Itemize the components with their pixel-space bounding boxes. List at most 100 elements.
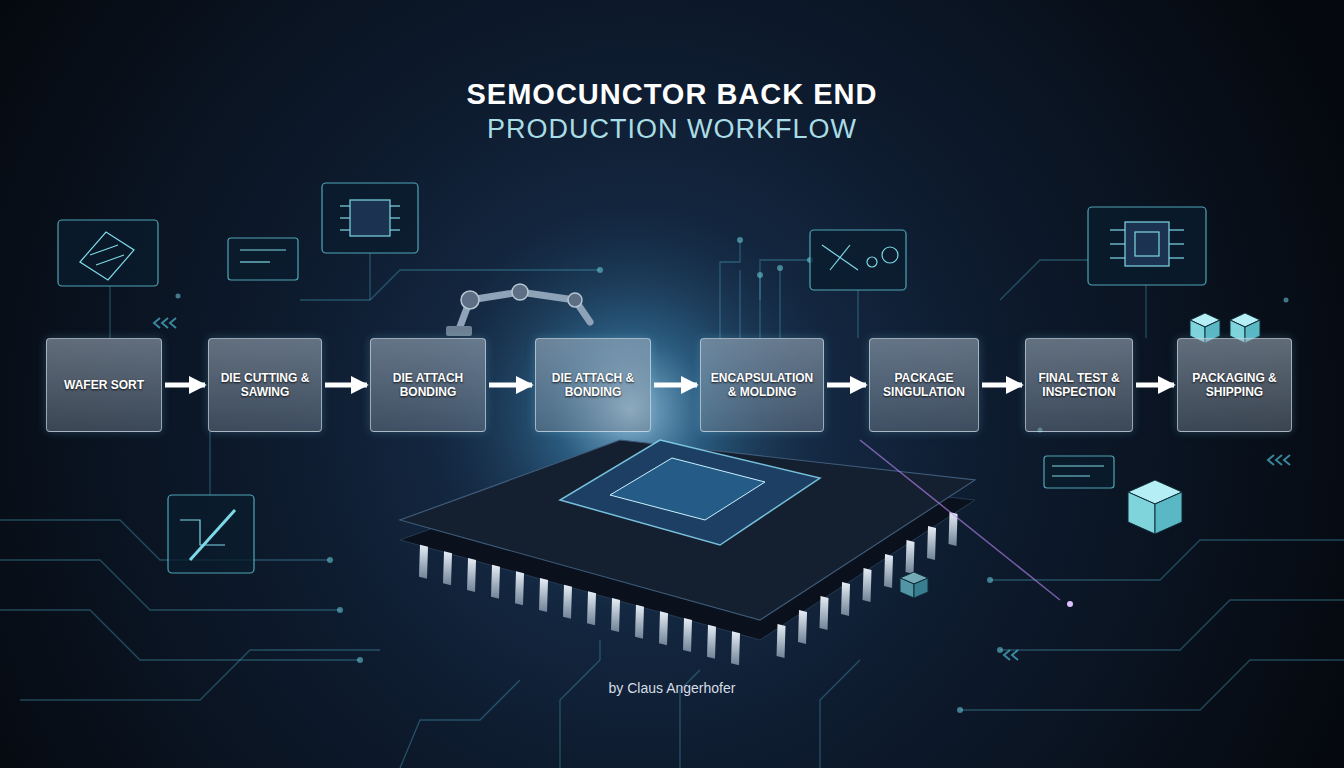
decor-shape	[322, 183, 418, 253]
decor-shape	[400, 440, 975, 620]
decor-shape	[400, 680, 520, 768]
decor-shape	[240, 249, 286, 250]
decor-shape	[340, 205, 350, 206]
decor-shape	[957, 707, 963, 713]
decor-shape	[720, 240, 740, 338]
flow-arrow	[654, 383, 697, 388]
decor-shape	[1000, 600, 1344, 650]
decor-shape	[987, 577, 993, 583]
decor-shape	[170, 318, 176, 328]
decor-shape	[154, 318, 160, 328]
decor-shape	[841, 582, 850, 616]
decor-shape	[563, 585, 572, 619]
decor-shape	[777, 265, 783, 271]
decor-shape	[1110, 257, 1125, 258]
decor-shape	[443, 551, 452, 585]
decor-shape	[1088, 207, 1206, 285]
decor-shape	[1169, 257, 1184, 258]
decor-shape	[209, 432, 210, 495]
process-box: DIE ATTACH & BONDING	[535, 338, 651, 432]
decor-shape	[80, 200, 1184, 560]
decor-shape	[610, 458, 765, 520]
decor-shape	[390, 205, 400, 206]
decor-shape	[515, 571, 524, 605]
process-box: DIE ATTACH BONDING	[370, 338, 486, 432]
decor-shape	[914, 578, 928, 598]
decor-shape	[779, 268, 780, 338]
decor-shape	[863, 568, 872, 602]
title: SEMOCUNCTOR BACK END	[0, 78, 1344, 111]
decor-shape	[759, 275, 760, 338]
decor-shape	[659, 611, 668, 645]
decor-shape	[739, 270, 740, 338]
decor-shape	[683, 618, 692, 652]
decor-shape	[884, 554, 893, 588]
decor-shape	[757, 272, 763, 278]
flow-arrow	[827, 383, 866, 388]
decor-shape	[560, 640, 600, 768]
decor-shape	[1284, 455, 1290, 465]
decor-shape	[80, 232, 134, 280]
decor-shape	[390, 217, 400, 218]
decor-shape	[446, 326, 472, 336]
decor-shape	[927, 526, 936, 560]
step-label: DIE ATTACH & BONDING	[544, 371, 642, 400]
decor-shape	[611, 598, 620, 632]
decor-shape	[1155, 492, 1182, 534]
flow-arrow	[165, 383, 205, 388]
decor-shape	[635, 605, 644, 639]
decor-shape	[0, 520, 330, 560]
process-box: DIE CUTTING & SAWING	[208, 338, 322, 432]
decor-shape	[176, 294, 181, 299]
decor-shape	[860, 440, 1060, 600]
decor-shape	[820, 660, 860, 768]
decor-shape	[90, 245, 118, 255]
decor-shape	[560, 440, 820, 545]
step-label: WAFER SORT	[64, 378, 144, 392]
process-box: WAFER SORT	[46, 338, 162, 432]
decor-shape	[350, 200, 390, 236]
process-box: PACKAGE SINGULATION	[869, 338, 979, 432]
decor-shape	[467, 558, 476, 592]
decor-shape	[419, 512, 958, 665]
decor-shape	[1052, 475, 1090, 476]
decor-shape	[900, 578, 914, 598]
decor-shape	[707, 625, 716, 659]
byline: by Claus Angerhofer	[0, 680, 1344, 696]
process-box: PACKAGING & SHIPPING	[1177, 338, 1292, 432]
decor-shape	[512, 284, 528, 300]
decor-shape	[58, 220, 158, 286]
decor-shape	[0, 610, 360, 660]
decor-shape	[737, 237, 743, 243]
decor-shape	[162, 318, 168, 328]
decor-shape	[20, 650, 380, 700]
decor-shape	[340, 229, 350, 230]
decor-shape	[960, 660, 1344, 710]
decor-shape	[390, 229, 400, 230]
decor-shape	[461, 291, 479, 309]
step-label: PACKAGING & SHIPPING	[1186, 371, 1283, 400]
decor-shape	[1052, 465, 1104, 466]
decor-shape	[1044, 456, 1114, 488]
decor-shape	[822, 245, 858, 270]
decor-shape	[1067, 601, 1073, 607]
decor-shape	[96, 255, 124, 265]
decor-shape	[597, 267, 603, 273]
step-label: PACKAGE SINGULATION	[878, 371, 970, 400]
decor-shape	[1012, 650, 1018, 660]
decor-shape	[1128, 492, 1155, 534]
decor-shape	[1169, 243, 1184, 244]
decor-shape	[1169, 229, 1184, 230]
decor-shape	[327, 557, 333, 563]
decor-shape	[419, 545, 428, 579]
decor-shape	[1268, 455, 1274, 465]
decor-shape	[168, 495, 254, 573]
decor-shape	[1004, 650, 1010, 660]
decor-shape	[180, 520, 225, 545]
decor-shape	[539, 578, 548, 612]
decor-shape	[1110, 243, 1125, 244]
decor-shape	[990, 540, 1344, 580]
